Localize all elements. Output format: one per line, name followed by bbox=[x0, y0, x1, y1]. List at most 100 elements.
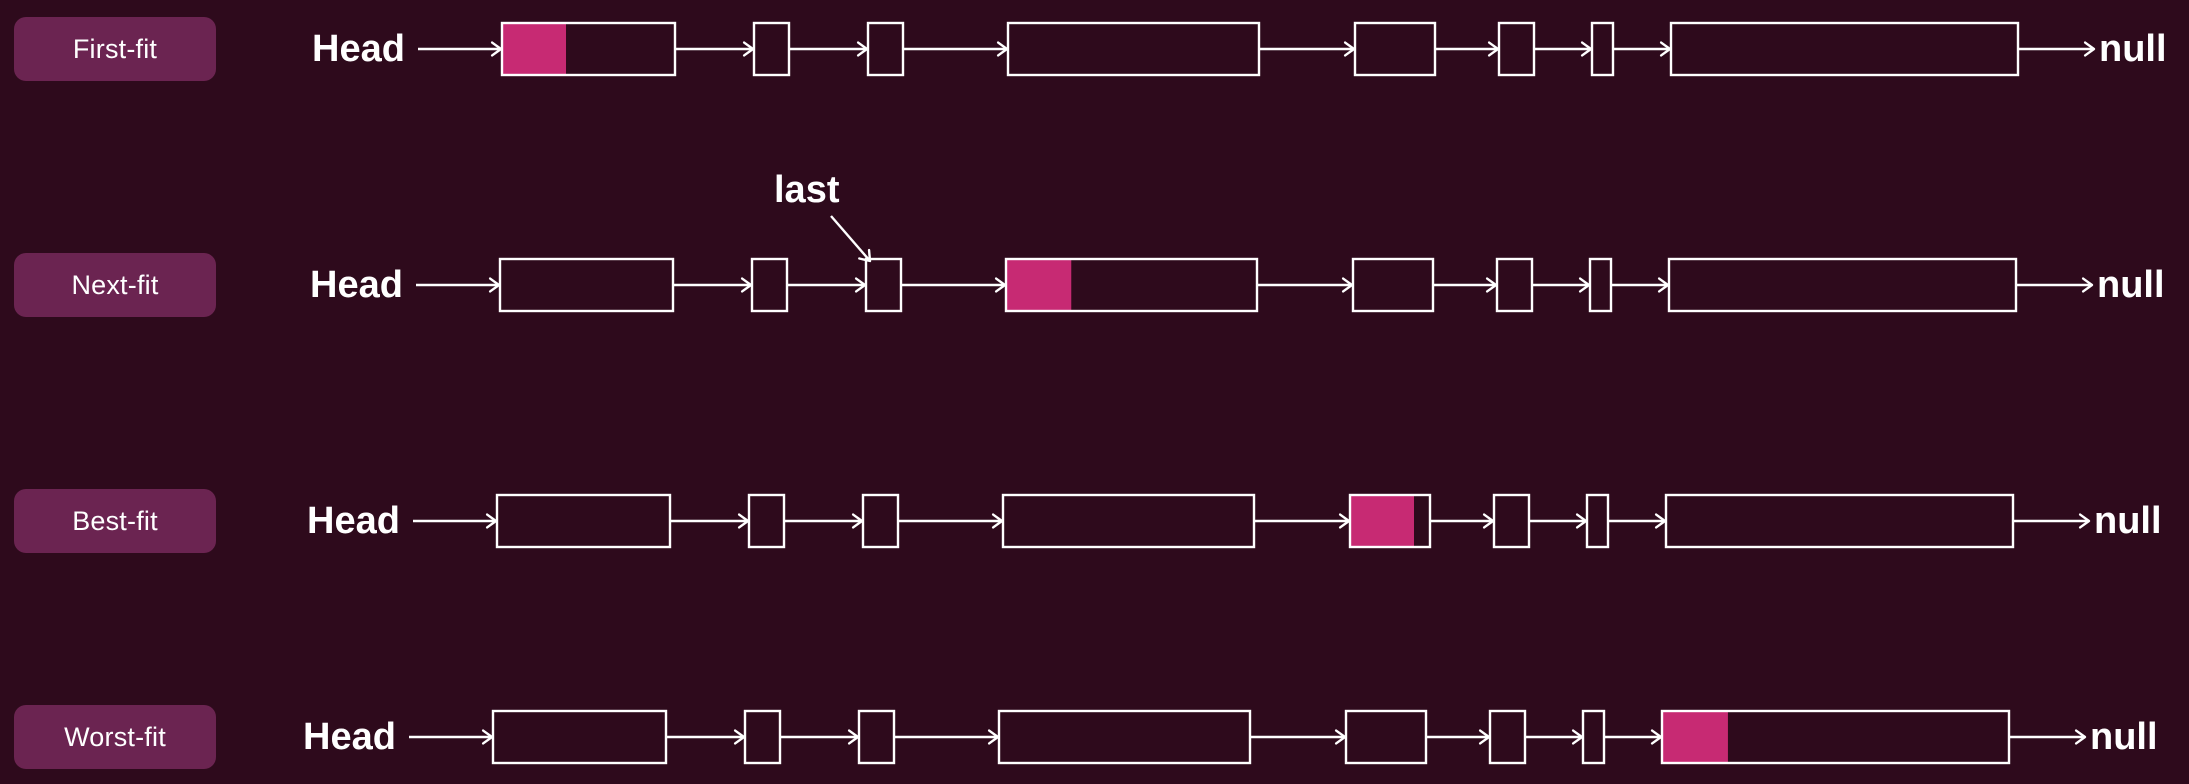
head-arrow-next-fit bbox=[416, 277, 501, 293]
null-arrow-first-fit-head bbox=[2083, 41, 2096, 57]
link-arrow-next-fit-2 bbox=[788, 277, 867, 293]
free-block-best-fit-7 bbox=[1585, 493, 1610, 549]
null-arrow-worst-fit bbox=[2010, 729, 2087, 745]
null-arrow-best-fit bbox=[2014, 513, 2091, 529]
link-arrow-next-fit-7-head bbox=[1657, 277, 1670, 293]
null-arrow-first-fit bbox=[2019, 41, 2096, 57]
link-arrow-best-fit-2 bbox=[785, 513, 864, 529]
link-arrow-worst-fit-1-head bbox=[733, 729, 746, 745]
link-arrow-best-fit-5-head bbox=[1482, 513, 1495, 529]
link-arrow-first-fit-5 bbox=[1436, 41, 1500, 57]
allocated-region-worst-fit bbox=[1662, 711, 1728, 763]
free-block-best-fit-1 bbox=[495, 493, 672, 549]
head-arrow-worst-fit bbox=[409, 729, 494, 745]
link-arrow-first-fit-6 bbox=[1535, 41, 1593, 57]
link-arrow-next-fit-5-head bbox=[1485, 277, 1498, 293]
free-block-best-fit-8 bbox=[1664, 493, 2015, 549]
free-block-first-fit-5 bbox=[1353, 21, 1437, 77]
free-block-next-fit-6 bbox=[1495, 257, 1534, 313]
free-block-worst-fit-6 bbox=[1488, 709, 1527, 765]
free-block-next-fit-5 bbox=[1351, 257, 1435, 313]
free-block-next-fit-2 bbox=[750, 257, 789, 313]
link-arrow-worst-fit-3 bbox=[895, 729, 1000, 745]
link-arrow-best-fit-6-head bbox=[1575, 513, 1588, 529]
free-block-next-fit-1 bbox=[498, 257, 675, 313]
link-arrow-best-fit-1 bbox=[671, 513, 750, 529]
row-badge-first-fit: First-fit bbox=[14, 17, 216, 81]
link-arrow-next-fit-3 bbox=[902, 277, 1007, 293]
link-arrow-best-fit-4 bbox=[1255, 513, 1351, 529]
link-arrow-first-fit-6-head bbox=[1580, 41, 1593, 57]
free-block-next-fit-8 bbox=[1667, 257, 2018, 313]
free-block-first-fit-4 bbox=[1006, 21, 1261, 77]
link-arrow-first-fit-5-head bbox=[1487, 41, 1500, 57]
link-arrow-worst-fit-4-head bbox=[1334, 729, 1347, 745]
row-badge-best-fit: Best-fit bbox=[14, 489, 216, 553]
free-block-next-fit-7 bbox=[1588, 257, 1613, 313]
link-arrow-next-fit-3-head bbox=[994, 277, 1007, 293]
link-arrow-best-fit-3 bbox=[899, 513, 1004, 529]
free-block-worst-fit-2 bbox=[743, 709, 782, 765]
row-badge-worst-fit: Worst-fit bbox=[14, 705, 216, 769]
head-arrow-worst-fit-head bbox=[481, 729, 494, 745]
link-arrow-worst-fit-5 bbox=[1427, 729, 1491, 745]
last-pointer-label: last bbox=[774, 169, 840, 211]
link-arrow-worst-fit-6-head bbox=[1571, 729, 1584, 745]
free-block-best-fit-4 bbox=[1001, 493, 1256, 549]
link-arrow-best-fit-4-head bbox=[1338, 513, 1351, 529]
link-arrow-next-fit-5 bbox=[1434, 277, 1498, 293]
link-arrow-worst-fit-2-head bbox=[847, 729, 860, 745]
null-arrow-next-fit-head bbox=[2081, 277, 2094, 293]
link-arrow-first-fit-3-head bbox=[996, 41, 1009, 57]
link-arrow-worst-fit-5-head bbox=[1478, 729, 1491, 745]
link-arrow-first-fit-4 bbox=[1260, 41, 1356, 57]
free-block-first-fit-8 bbox=[1669, 21, 2020, 77]
free-block-worst-fit-4 bbox=[997, 709, 1252, 765]
link-arrow-next-fit-4 bbox=[1258, 277, 1354, 293]
free-block-worst-fit-7 bbox=[1581, 709, 1606, 765]
last-pointer-arrow bbox=[830, 215, 872, 263]
head-label-best-fit: Head bbox=[307, 500, 400, 542]
last-pointer-arrow-line bbox=[830, 215, 871, 262]
link-arrow-worst-fit-7 bbox=[1605, 729, 1663, 745]
link-arrow-next-fit-7 bbox=[1612, 277, 1670, 293]
link-arrow-first-fit-4-head bbox=[1343, 41, 1356, 57]
link-arrow-next-fit-1-head bbox=[740, 277, 753, 293]
link-arrow-best-fit-2-head bbox=[851, 513, 864, 529]
head-arrow-next-fit-head bbox=[488, 277, 501, 293]
free-block-first-fit-7 bbox=[1590, 21, 1615, 77]
link-arrow-first-fit-2-head bbox=[856, 41, 869, 57]
null-arrow-worst-fit-head bbox=[2074, 729, 2087, 745]
free-block-first-fit-6 bbox=[1497, 21, 1536, 77]
link-arrow-next-fit-2-head bbox=[854, 277, 867, 293]
link-arrow-first-fit-2 bbox=[790, 41, 869, 57]
link-arrow-first-fit-3 bbox=[904, 41, 1009, 57]
link-arrow-best-fit-3-head bbox=[991, 513, 1004, 529]
link-arrow-next-fit-4-head bbox=[1341, 277, 1354, 293]
null-arrow-next-fit bbox=[2017, 277, 2094, 293]
link-arrow-best-fit-1-head bbox=[737, 513, 750, 529]
free-block-first-fit-3 bbox=[866, 21, 905, 77]
null-label-next-fit: null bbox=[2097, 264, 2165, 306]
head-arrow-best-fit bbox=[413, 513, 498, 529]
free-block-worst-fit-3 bbox=[857, 709, 896, 765]
null-label-best-fit: null bbox=[2094, 500, 2162, 542]
head-arrow-first-fit-head bbox=[490, 41, 503, 57]
free-block-worst-fit-1 bbox=[491, 709, 668, 765]
head-arrow-first-fit bbox=[418, 41, 503, 57]
head-label-worst-fit: Head bbox=[303, 716, 396, 758]
allocated-region-best-fit bbox=[1350, 495, 1414, 547]
null-label-worst-fit: null bbox=[2090, 716, 2158, 758]
head-label-first-fit: Head bbox=[312, 28, 405, 70]
link-arrow-next-fit-6-head bbox=[1578, 277, 1591, 293]
free-block-best-fit-6 bbox=[1492, 493, 1531, 549]
link-arrow-worst-fit-6 bbox=[1526, 729, 1584, 745]
free-block-worst-fit-5 bbox=[1344, 709, 1428, 765]
link-arrow-best-fit-7 bbox=[1609, 513, 1667, 529]
null-arrow-best-fit-head bbox=[2078, 513, 2091, 529]
free-block-next-fit-3 bbox=[864, 257, 903, 313]
allocated-region-next-fit bbox=[1006, 259, 1072, 311]
link-arrow-worst-fit-1 bbox=[667, 729, 746, 745]
link-arrow-worst-fit-4 bbox=[1251, 729, 1347, 745]
allocated-region-first-fit bbox=[502, 23, 567, 75]
